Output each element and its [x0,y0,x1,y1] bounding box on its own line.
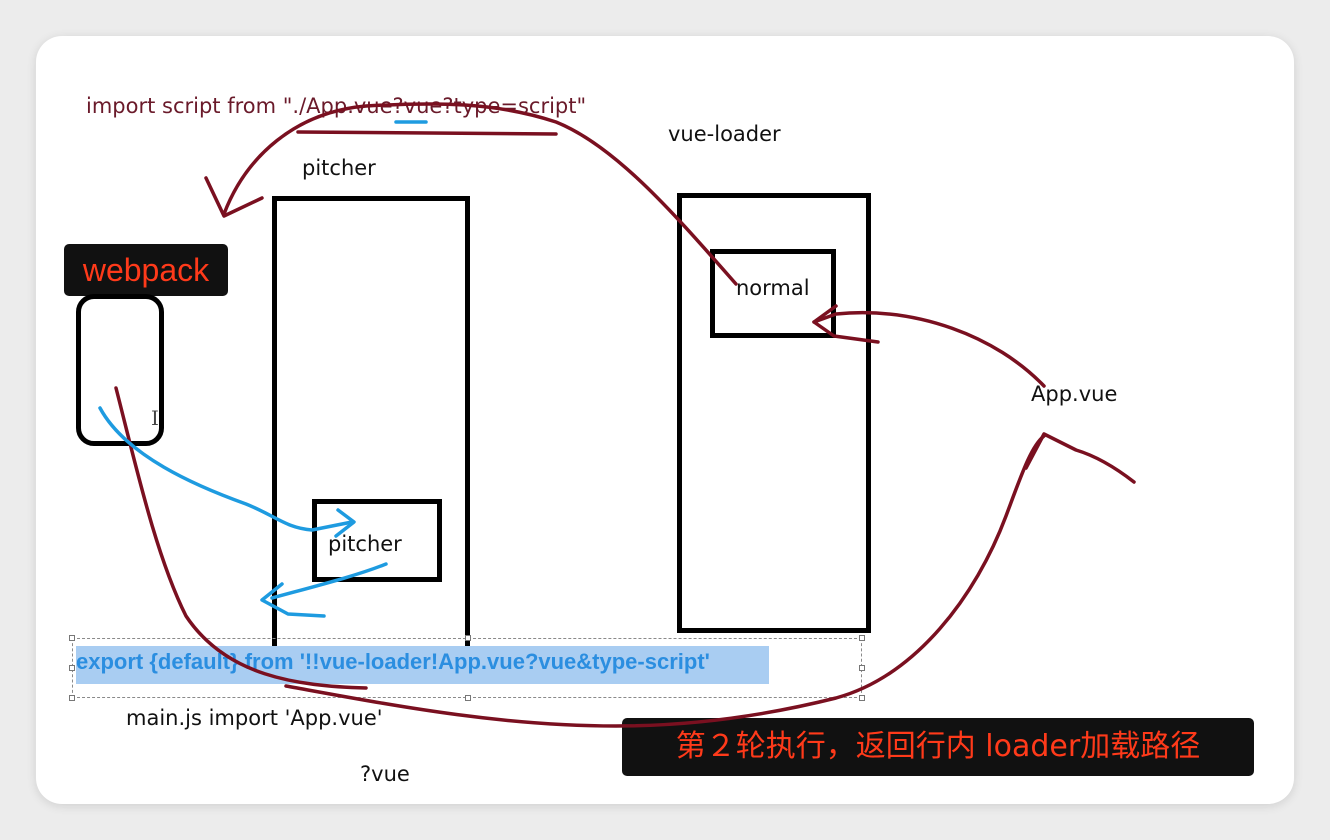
normal-box [710,249,836,338]
export-line-text[interactable]: export {default} from '!!vue-loader!App.… [76,649,710,674]
return-arrowhead-stroke [204,176,264,218]
query-vue-text: ?vue [360,762,410,786]
selection-handle-bl[interactable] [69,695,75,701]
selection-handle-br[interactable] [859,695,865,701]
selection-handle-mr[interactable] [859,665,865,671]
selection-handle-ml[interactable] [69,665,75,671]
selection-handle-tm[interactable] [465,635,471,641]
slide-frame: import script from "./App.vue?vue?type=s… [36,36,1294,804]
selection-handle-tl[interactable] [69,635,75,641]
underline-stroke [296,130,558,136]
text-cursor-icon: I [151,406,159,430]
vue-loader-title: vue-loader [668,122,781,146]
normal-label: normal [736,276,810,300]
caption-banner: 第２轮执行，返回行内 loader加载路径 [622,718,1254,776]
selection-handle-bm[interactable] [465,695,471,701]
webpack-label: webpack [64,244,228,296]
top-import-text: import script from "./App.vue?vue?type=s… [86,94,587,118]
main-js-text: main.js import 'App.vue' [126,706,383,730]
app-vue-label: App.vue [1031,382,1118,406]
pitcher-title: pitcher [302,156,376,180]
app-arrowhead-stroke [1024,432,1136,484]
diagram-canvas: import script from "./App.vue?vue?type=s… [36,36,1294,804]
inner-pitcher-label: pitcher [328,532,402,556]
selection-handle-tr[interactable] [859,635,865,641]
